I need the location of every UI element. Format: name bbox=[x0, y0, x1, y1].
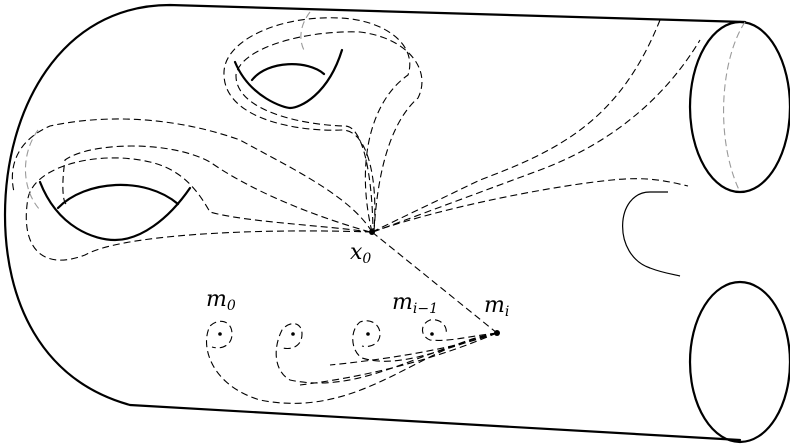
loop-left-handle-inner bbox=[62, 145, 371, 233]
loop-to-upper-tube-2 bbox=[371, 178, 689, 233]
surface-boundary bbox=[3, 3, 747, 442]
label-m0: m0 bbox=[206, 287, 236, 314]
base-point-x0 bbox=[369, 229, 375, 235]
points bbox=[218, 229, 500, 336]
loop-upper-handle-inner bbox=[235, 31, 423, 233]
hidden-upper-arc bbox=[300, 11, 311, 53]
hidden-left-edge bbox=[24, 129, 41, 211]
upper-handle-lower-arc bbox=[233, 48, 344, 110]
genus-handles bbox=[38, 48, 344, 242]
tube-crotch bbox=[622, 191, 681, 277]
marked-point-mi bbox=[494, 330, 500, 336]
puncture-loop-m1 bbox=[275, 323, 498, 384]
left-handle-upper-arc bbox=[56, 183, 180, 210]
loop-left-handle-outer bbox=[11, 118, 373, 233]
point-labels: x0 m0 mi−1 mi bbox=[206, 240, 509, 320]
loop-to-upper-tube-1 bbox=[371, 19, 661, 233]
label-x0: x0 bbox=[350, 240, 371, 267]
dashed-loops bbox=[11, 17, 701, 334]
puncture-return-1 bbox=[329, 332, 498, 366]
hidden-tube-back bbox=[723, 21, 746, 193]
loop-upper-handle-outer bbox=[223, 17, 411, 233]
label-m-i-1: mi−1 bbox=[392, 290, 438, 317]
puncture-m0 bbox=[218, 332, 222, 336]
label-mi: mi bbox=[484, 293, 509, 320]
puncture-loop-m-i-1 bbox=[421, 319, 498, 341]
segment-x0-to-mi bbox=[371, 231, 498, 334]
upper-handle-upper-arc bbox=[250, 63, 326, 82]
puncture-loop-m2 bbox=[352, 320, 498, 362]
puncture-m1 bbox=[291, 332, 295, 336]
puncture-loops bbox=[206, 319, 498, 404]
surface-outline bbox=[3, 3, 790, 444]
puncture-m2 bbox=[366, 332, 370, 336]
upper-tube-opening bbox=[688, 20, 790, 194]
hidden-back-lines bbox=[24, 11, 746, 211]
puncture-return-2 bbox=[299, 332, 498, 386]
puncture-m-i-1 bbox=[430, 332, 434, 336]
loop-left-handle-lower bbox=[25, 157, 373, 261]
loop-to-upper-tube-3 bbox=[372, 39, 701, 233]
lower-tube-opening bbox=[688, 280, 790, 444]
left-handle-lower-arc bbox=[38, 180, 192, 242]
